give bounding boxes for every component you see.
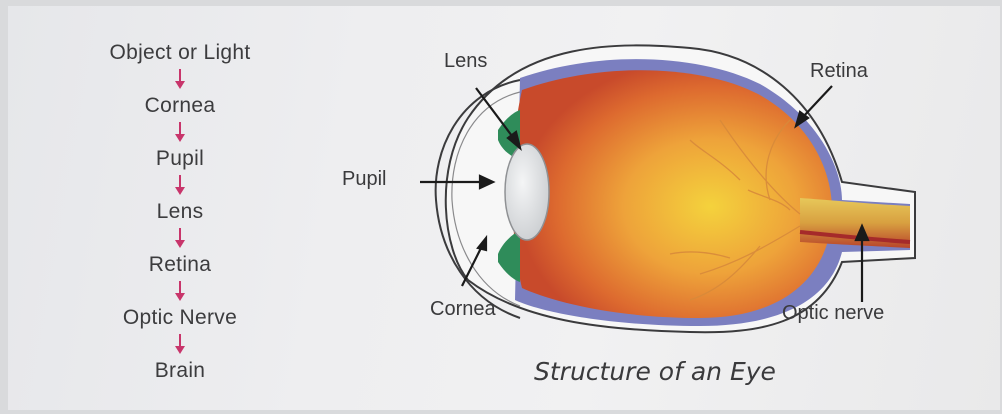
label-cornea: Cornea bbox=[430, 298, 496, 321]
label-lens: Lens bbox=[444, 50, 487, 73]
diagram-caption: Structure of an Eye bbox=[534, 357, 776, 386]
label-pupil: Pupil bbox=[342, 168, 386, 191]
lens-shape bbox=[505, 144, 549, 240]
label-retina: Retina bbox=[810, 60, 868, 83]
label-optic-nerve: Optic nerve bbox=[782, 302, 884, 325]
